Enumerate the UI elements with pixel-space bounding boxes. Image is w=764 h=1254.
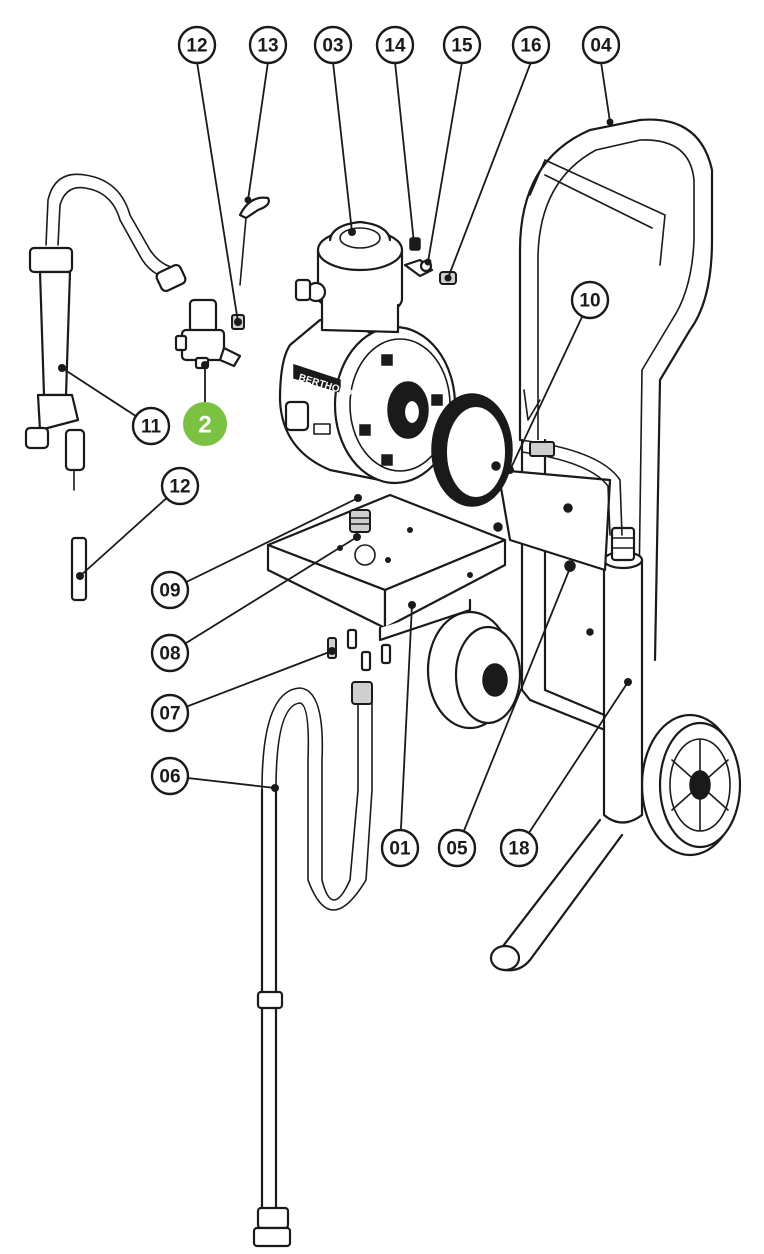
leader-dots (58, 118, 632, 792)
callout-04: 04 (581, 25, 621, 65)
callout-09-label: 09 (159, 581, 180, 602)
callout-06-label: 06 (159, 767, 180, 788)
screws-07 (327, 628, 392, 672)
callout-05: 05 (437, 828, 477, 868)
callout-04-label: 04 (590, 36, 612, 57)
callout-08: 08 (150, 633, 190, 673)
callout-02: 2 (183, 402, 227, 446)
fluid-cylinder (602, 526, 644, 824)
callout-03-label: 03 (322, 36, 343, 57)
outlet-hose-fitting (491, 389, 623, 536)
callout-12-label: 12 (169, 477, 190, 498)
callout-09: 09 (150, 570, 190, 610)
callout-02-label: 2 (198, 412, 211, 439)
callout-14: 13 (248, 25, 288, 65)
callout-17-label: 16 (520, 36, 541, 57)
callout-07: 07 (150, 693, 190, 733)
callout-14-label: 13 (257, 36, 278, 57)
callout-02-highlight (183, 402, 227, 446)
callout-10: 10 (570, 280, 610, 320)
callout-01-label: 01 (389, 839, 411, 860)
pressure-regulator (174, 298, 242, 370)
seal-ring-10 (431, 393, 513, 507)
callout-13-label: 12 (186, 36, 207, 57)
hose-06 (252, 681, 373, 1248)
callout-06: 06 (150, 756, 190, 796)
callout-05-label: 05 (446, 839, 468, 860)
pin-12 (70, 536, 88, 602)
callout-18: 18 (499, 828, 539, 868)
motor-housing: BERTHOLD (278, 220, 457, 485)
callout-12: 12 (160, 466, 200, 506)
fitting-14 (238, 196, 270, 286)
callout-16: 15 (442, 25, 482, 65)
callout-18-label: 18 (508, 839, 529, 860)
callout-17: 16 (511, 25, 551, 65)
wheel-left (426, 610, 522, 730)
support-plate (496, 468, 612, 636)
wheel-right (640, 713, 742, 857)
callout-01: 01 (380, 828, 420, 868)
callout-15-label: 14 (384, 36, 406, 57)
spray-gun (24, 173, 187, 491)
callout-03: 03 (313, 25, 353, 65)
callout-13: 12 (177, 25, 217, 65)
callout-16-label: 15 (451, 36, 473, 57)
callout-11: 11 (131, 406, 171, 446)
callout-15: 14 (375, 25, 415, 65)
callout-07-label: 07 (159, 704, 180, 725)
callout-10-label: 10 (579, 291, 600, 312)
base-box (266, 493, 507, 642)
callout-11-label: 11 (141, 417, 162, 438)
callout-08-label: 08 (159, 644, 180, 665)
fitting-08 (349, 509, 371, 533)
